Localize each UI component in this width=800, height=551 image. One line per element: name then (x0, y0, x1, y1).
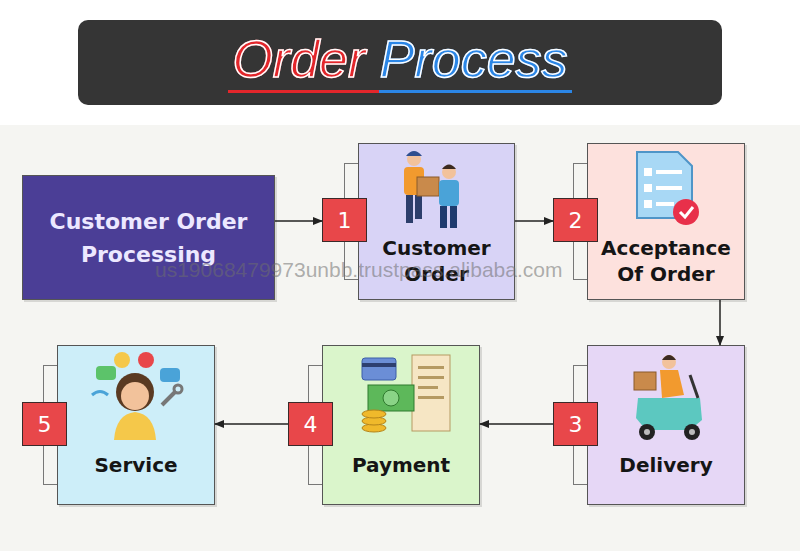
checklist-icon-part (656, 202, 674, 206)
movers-icon-part (442, 165, 456, 170)
node-text: Acceptance Of Order (592, 235, 740, 287)
checklist-icon-part (656, 186, 682, 190)
movers-icon-part (417, 177, 439, 196)
movers-icon-part (406, 195, 413, 223)
scooter-icon-part (639, 424, 655, 440)
service-icon-part (114, 412, 156, 440)
payment-icon-part (418, 386, 438, 389)
process-step: Acceptance Of Order2 (553, 143, 745, 300)
step-panel: Service (57, 345, 215, 505)
movers-icon-part (407, 152, 421, 166)
process-step: Customer Order Processing (22, 175, 275, 300)
payment-icon (362, 355, 450, 432)
payment-icon-part (362, 424, 386, 432)
step-panel: Payment (322, 345, 480, 505)
payment-icon-part (418, 366, 444, 369)
watermark: us19068479973unbb.trustpass.alibaba.com (155, 258, 562, 282)
flow-arrow (480, 423, 553, 425)
node-text: Delivery (592, 452, 740, 478)
checklist-icon-part (673, 199, 699, 225)
node-text: Payment (327, 452, 475, 478)
movers-icon-part (442, 165, 456, 179)
scooter-icon-part (660, 370, 684, 398)
callout-number: 2 (553, 198, 598, 242)
node-text-block: Acceptance Of Order (592, 235, 740, 287)
callout-number: 3 (553, 402, 598, 446)
checklist-icon-part (656, 170, 682, 174)
payment-icon-part (383, 390, 399, 406)
step-panel: Customer Order Processing (22, 175, 275, 300)
service-icon-part (92, 392, 108, 396)
checklist-icon-part (644, 184, 652, 192)
payment-icon-part (362, 358, 396, 380)
flow-arrow (515, 220, 553, 222)
scooter-icon-part (644, 429, 650, 435)
process-step: Service 5 (22, 345, 215, 505)
checklist-icon-part (680, 207, 693, 217)
step-panel: Delivery (587, 345, 745, 505)
movers-icon-part (406, 151, 422, 156)
step-panel: Acceptance Of Order (587, 143, 745, 300)
service-icon (92, 352, 182, 440)
movers-icon-part (404, 167, 424, 195)
checklist-icon (637, 152, 699, 225)
service-icon-part (174, 385, 182, 393)
node-text-block: Service (62, 452, 210, 478)
payment-icon-part (412, 355, 450, 431)
flow-arrow (275, 220, 322, 222)
callout-number: 5 (22, 402, 67, 446)
payment-icon-part (418, 376, 444, 379)
movers-icon-part (440, 206, 447, 228)
flow-arrow (719, 300, 721, 345)
scooter-icon-part (662, 355, 676, 369)
checklist-icon-part (644, 200, 652, 208)
node-text-block: Payment (327, 452, 475, 478)
movers-icon-part (439, 180, 459, 206)
service-icon-part (160, 368, 180, 382)
payment-icon-part (418, 396, 444, 399)
payment-icon-part (362, 417, 386, 425)
callout-number: 4 (288, 402, 333, 446)
scooter-icon-part (684, 424, 700, 440)
flow-arrow (215, 423, 288, 425)
diagram-title: Order Process (228, 29, 571, 97)
movers-icon-part (450, 206, 457, 228)
service-icon-part (114, 352, 130, 368)
scooter-icon-part (690, 375, 698, 398)
payment-icon-part (368, 385, 414, 411)
movers-icon (404, 151, 459, 228)
checklist-icon-part (644, 168, 652, 176)
scooter-icon-part (636, 398, 702, 430)
payment-icon-part (362, 410, 386, 418)
service-icon-part (162, 391, 176, 405)
movers-icon-part (415, 195, 422, 219)
process-step: Delivery 3 (553, 345, 745, 505)
service-icon-part (138, 352, 154, 368)
service-icon-part (116, 373, 154, 411)
scooter-icon-part (634, 372, 656, 390)
scooter-icon-part (689, 429, 695, 435)
checklist-icon-part (637, 152, 692, 218)
service-icon-part (96, 366, 116, 380)
node-text-block: Delivery (592, 452, 740, 478)
scooter-icon-part (662, 355, 676, 360)
payment-icon-part (362, 363, 396, 367)
callout-number: 1 (322, 198, 367, 242)
node-text: Service (62, 452, 210, 478)
process-step: Payment 4 (288, 345, 480, 505)
service-icon-part (121, 382, 149, 410)
scooter-icon (634, 355, 702, 440)
title-banner: Order Process (78, 20, 722, 105)
